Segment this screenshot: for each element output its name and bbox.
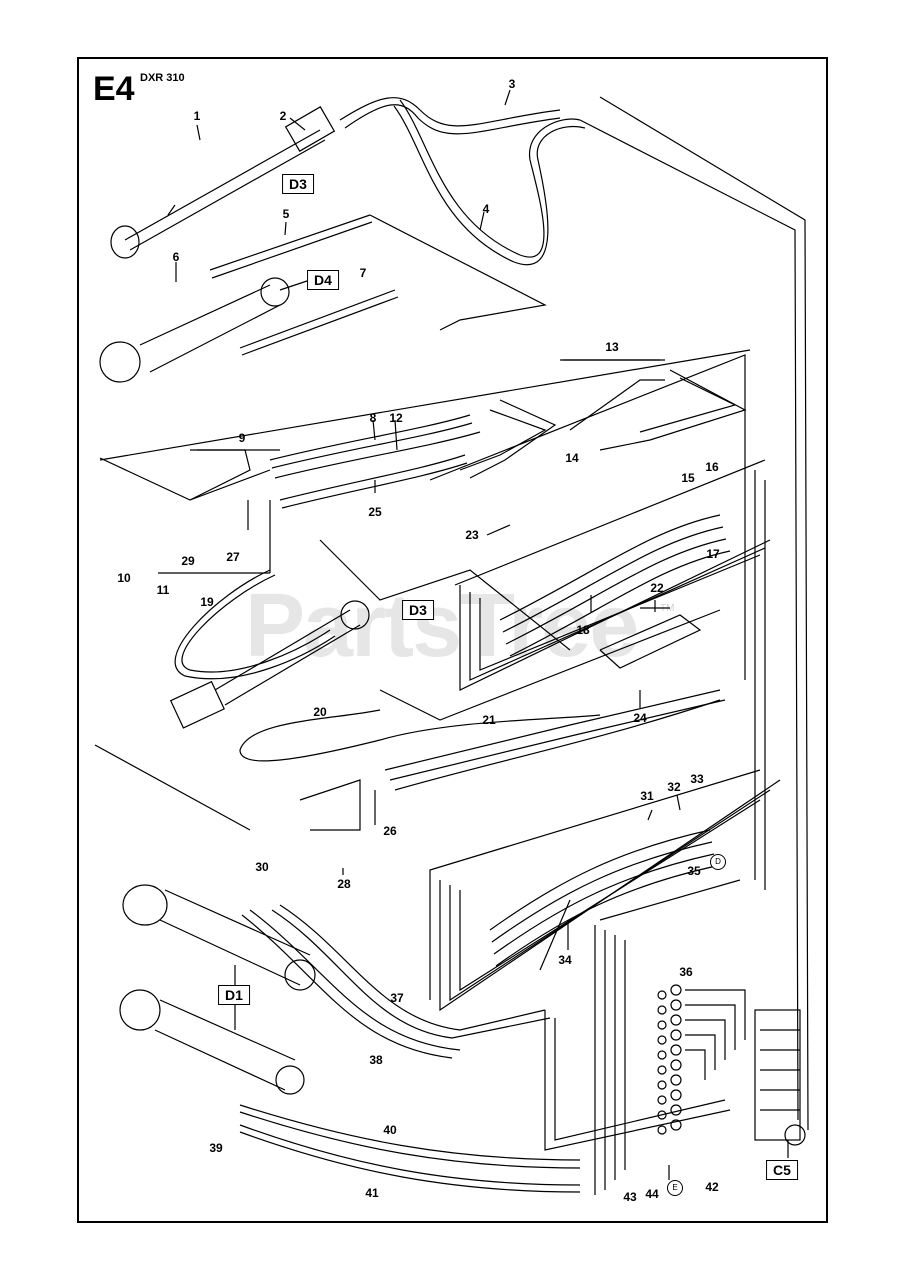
part-38[interactable]: 38	[369, 1053, 383, 1067]
control-valve-block	[754, 1009, 806, 1146]
ref-d1[interactable]: D1	[218, 985, 250, 1005]
part-44[interactable]: 44	[645, 1187, 659, 1201]
hose-3	[339, 97, 561, 127]
part-24[interactable]: 24	[633, 711, 647, 725]
part-8[interactable]: 8	[369, 411, 377, 425]
hose-7	[239, 289, 396, 349]
part-33[interactable]: 33	[690, 772, 704, 786]
part-43[interactable]: 43	[623, 1190, 637, 1204]
sheet-code: E4	[93, 70, 135, 108]
cylinder-d1-upper	[122, 884, 316, 991]
part-10[interactable]: 10	[117, 571, 131, 585]
connector-d: D	[710, 854, 726, 870]
part-29[interactable]: 29	[181, 554, 195, 568]
part-6[interactable]: 6	[172, 250, 180, 264]
part-7[interactable]: 7	[359, 266, 367, 280]
part-23[interactable]: 23	[465, 528, 479, 542]
hose-5	[209, 214, 371, 271]
part-12[interactable]: 12	[389, 411, 403, 425]
part-31[interactable]: 31	[640, 789, 654, 803]
fittings-column-36	[657, 984, 682, 1135]
hose-19	[181, 574, 331, 673]
part-40[interactable]: 40	[383, 1123, 397, 1137]
part-3[interactable]: 3	[508, 77, 516, 91]
connector-e: E	[667, 1180, 683, 1196]
part-34[interactable]: 34	[558, 953, 572, 967]
part-27[interactable]: 27	[226, 550, 240, 564]
hose-8	[269, 414, 471, 461]
part-22[interactable]: 22	[650, 581, 664, 595]
hose-40	[239, 1104, 581, 1161]
part-9[interactable]: 9	[238, 431, 246, 445]
part-36[interactable]: 36	[679, 965, 693, 979]
cylinder-d3-mid	[169, 600, 370, 729]
boom-cylinder-top	[110, 106, 336, 259]
part-17[interactable]: 17	[706, 547, 720, 561]
hose-41	[239, 1124, 581, 1186]
model-name: DXR 310	[140, 72, 185, 84]
part-42[interactable]: 42	[705, 1180, 719, 1194]
hose-38	[249, 909, 461, 1051]
hose-25	[279, 454, 466, 501]
part-20[interactable]: 20	[313, 705, 327, 719]
hose-4b	[393, 105, 586, 266]
part-39[interactable]: 39	[209, 1141, 223, 1155]
hose-4	[399, 99, 581, 258]
part-35[interactable]: 35	[687, 864, 701, 878]
ref-d3-mid[interactable]: D3	[402, 600, 434, 620]
part-21[interactable]: 21	[482, 713, 496, 727]
part-16[interactable]: 16	[705, 460, 719, 474]
part-4[interactable]: 4	[482, 202, 490, 216]
part-1[interactable]: 1	[193, 109, 201, 123]
part-5[interactable]: 5	[282, 207, 290, 221]
ref-c5[interactable]: C5	[766, 1160, 798, 1180]
hose-20	[239, 709, 601, 762]
part-26[interactable]: 26	[383, 824, 397, 838]
part-37[interactable]: 37	[390, 991, 404, 1005]
cylinder-d1-lower	[119, 989, 305, 1095]
ref-d4[interactable]: D4	[307, 270, 339, 290]
hose-3b	[344, 104, 561, 135]
part-13[interactable]: 13	[605, 340, 619, 354]
part-15[interactable]: 15	[681, 471, 695, 485]
watermark: PartsTree	[245, 576, 639, 676]
part-30[interactable]: 30	[255, 860, 269, 874]
boom-cylinder-d4	[99, 277, 290, 383]
part-28[interactable]: 28	[337, 877, 351, 891]
part-11[interactable]: 11	[156, 583, 170, 597]
ref-d3-top[interactable]: D3	[282, 174, 314, 194]
part-19[interactable]: 19	[200, 595, 214, 609]
part-14[interactable]: 14	[565, 451, 579, 465]
part-32[interactable]: 32	[667, 780, 681, 794]
part-18[interactable]: 18	[576, 623, 590, 637]
part-25[interactable]: 25	[368, 505, 382, 519]
part-41[interactable]: 41	[365, 1186, 379, 1200]
hose-37	[279, 904, 546, 1031]
diagram-frame	[77, 57, 828, 1223]
part-2[interactable]: 2	[279, 109, 287, 123]
